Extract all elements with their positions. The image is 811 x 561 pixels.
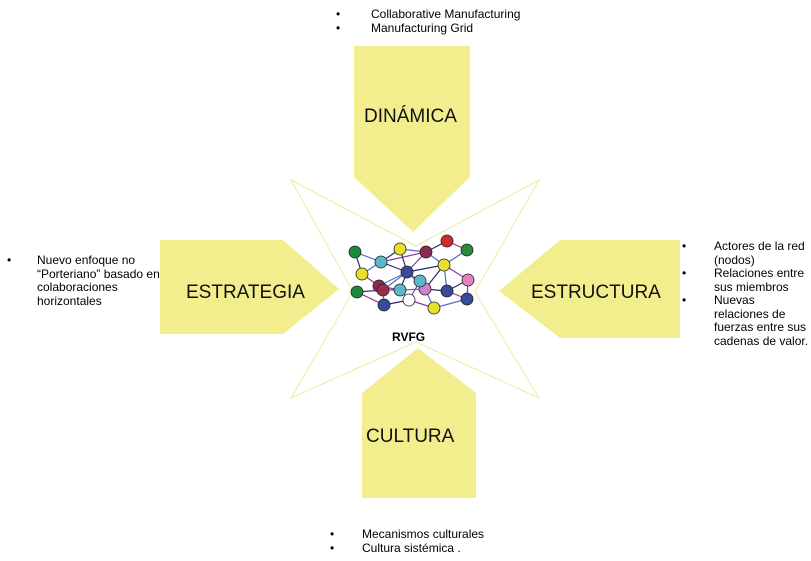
arrow-label-estrategia: ESTRATEGIA [186,282,305,303]
note-item: •Cultura sistémica . [330,540,461,555]
arrow-right [499,240,680,338]
network-node [376,283,390,297]
notes-right: •Actores de la red (nodos) •Relaciones e… [682,239,810,348]
note-item: •Manufacturing Grid [336,20,474,35]
network-node [393,283,407,297]
network-node [348,245,362,259]
network-node [402,293,416,307]
network-node [350,285,364,299]
arrow-left [160,240,339,334]
network-graphic [348,234,475,315]
network-node [440,284,454,298]
network-node [460,243,474,257]
network-node [377,298,391,312]
network-node [461,273,475,287]
arrow-label-dinamica: DINÁMICA [364,106,457,127]
network-node [374,255,388,269]
note-item: •Relaciones entre sus miembros [682,266,805,294]
network-node [400,265,414,279]
network-node [440,234,454,248]
network-node [437,258,451,272]
notes-bottom: •Mecanismos culturales •Cultura sistémic… [330,527,550,555]
network-node [419,245,433,259]
arrow-label-cultura: CULTURA [366,426,455,447]
notes-top: •Collaborative Manufacturing •Manufactur… [336,7,556,35]
arrow-bottom [362,348,476,498]
note-item: •Actores de la red (nodos) [682,239,805,267]
note-item: •Nuevas relaciones de fuerzas entre sus … [682,293,809,348]
note-item: •Nuevo enfoque no “Porteriano” basado en… [7,253,160,308]
notes-left: •Nuevo enfoque no “Porteriano” basado en… [7,253,167,308]
network-node [413,274,427,288]
center-label: RVFG [392,330,426,344]
arrow-top [354,46,470,232]
arrow-label-estructura: ESTRUCTURA [531,282,661,303]
network-node [355,267,369,281]
network-node [427,301,441,315]
note-item: •Mecanismos culturales [330,527,485,541]
note-item: •Collaborative Manufacturing [336,7,521,21]
network-node [460,292,474,306]
network-node [393,242,407,256]
network-edge [380,251,427,263]
